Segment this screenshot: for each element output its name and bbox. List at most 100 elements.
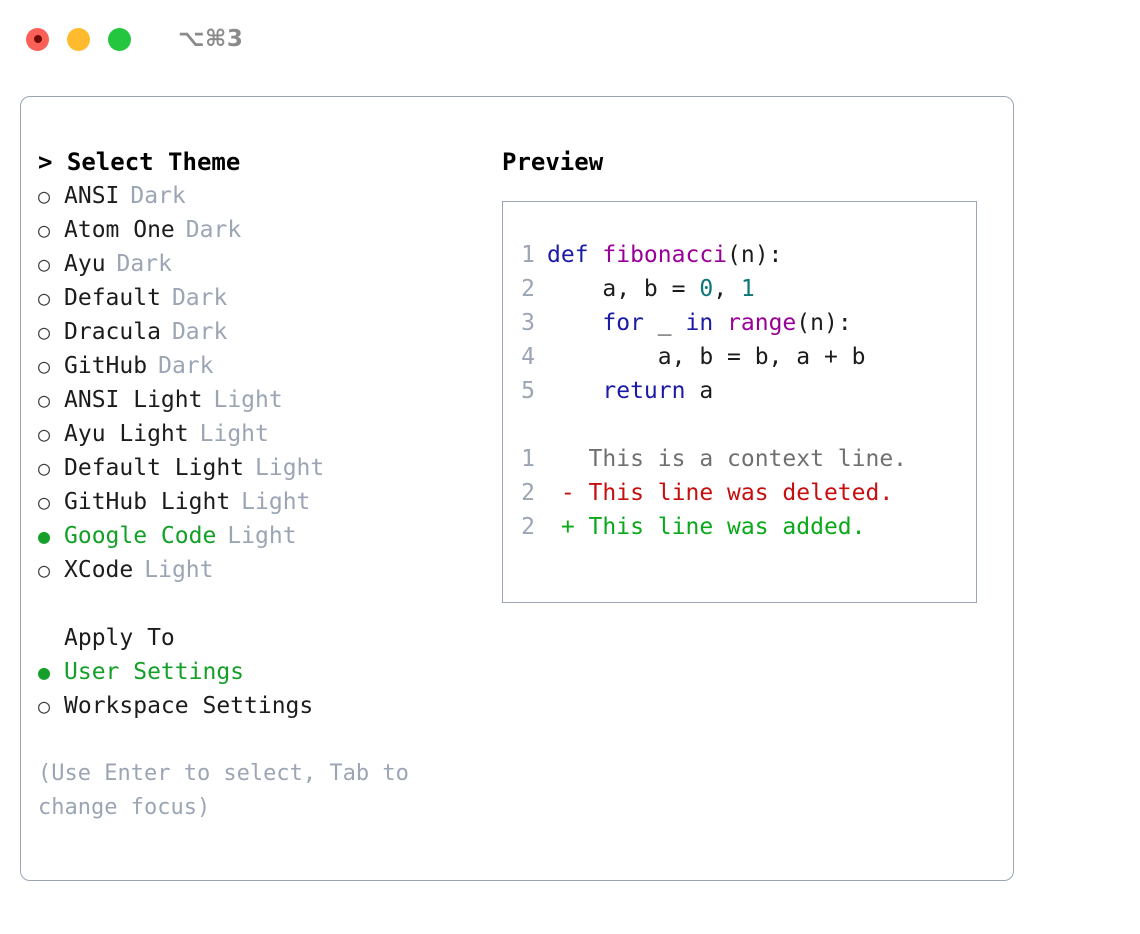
close-window-icon[interactable] (26, 27, 49, 51)
code-token-kw: in (685, 310, 714, 336)
theme-option-label: Default Light (64, 455, 245, 481)
code-line-number: 4 (521, 344, 535, 370)
diff-line-content: This is a context line. (547, 446, 908, 472)
code-line-number: 1 (521, 242, 535, 268)
theme-option-label: GitHub (64, 353, 148, 379)
code-diff-spacer (503, 408, 976, 442)
theme-variant-badge: Light (255, 455, 325, 481)
theme-option-label: Atom One (64, 217, 175, 243)
theme-option-label: ANSI (64, 183, 120, 209)
window-shortcut-label: ⌥⌘3 (178, 26, 244, 52)
window-titlebar: ⌥⌘3 (0, 0, 1140, 78)
theme-variant-badge: Light (144, 557, 214, 583)
radio-unselected-icon: ○ (38, 388, 51, 412)
code-token-plain: (n): (727, 242, 783, 268)
code-token-num: 1 (740, 276, 755, 302)
code-token-kw: def (547, 242, 603, 268)
diff-line-add: 2 + This line was added. (503, 510, 976, 544)
code-line-content: for _ in range(n): (547, 306, 852, 340)
theme-variant-badge: Dark (171, 319, 228, 345)
theme-variant-badge: Light (241, 489, 311, 515)
theme-variant-badge: Light (227, 523, 297, 549)
code-line: 1 def fibonacci(n): (503, 238, 976, 272)
code-line: 2 a, b = 0, 1 (503, 272, 976, 306)
radio-unselected-icon: ○ (38, 218, 51, 242)
radio-unselected-icon: ○ (38, 422, 51, 446)
theme-option-label: Ayu (64, 251, 106, 277)
code-line-content: return a (547, 374, 713, 408)
diff-line-number: 1 (521, 446, 535, 472)
code-token-kw: return (602, 378, 686, 404)
keyboard-hint-text: (Use Enter to select, Tab to change focu… (38, 761, 409, 820)
theme-option-atom-one[interactable]: ○ Atom One Dark (38, 213, 478, 247)
code-line: 3 for _ in range(n): (503, 306, 976, 340)
diff-line-ctx: 1 This is a context line. (503, 442, 976, 476)
traffic-light-buttons (26, 27, 131, 51)
code-line-number: 3 (521, 310, 535, 336)
code-line-number: 5 (521, 378, 535, 404)
diff-line-content: + This line was added. (547, 514, 866, 540)
theme-variant-badge: Light (199, 421, 269, 447)
code-line: 5 return a (503, 374, 976, 408)
code-token-builtin: range (727, 310, 797, 336)
apply-to-header: Apply To (64, 625, 175, 651)
theme-variant-badge: Dark (116, 251, 172, 277)
apply-to-option-user-settings[interactable]: ●User Settings (38, 655, 478, 689)
theme-option-google-code[interactable]: ● Google Code Light (38, 519, 478, 553)
code-token-plain: , (713, 276, 741, 302)
theme-option-ansi[interactable]: ○ ANSI Dark (38, 179, 478, 213)
code-line-content: a, b = b, a + b (547, 340, 866, 374)
theme-option-label: Ayu Light (64, 421, 189, 447)
radio-unselected-icon: ○ (38, 490, 51, 514)
theme-option-github[interactable]: ○ GitHub Dark (38, 349, 478, 383)
code-token-plain: (n): (796, 310, 852, 336)
code-line-content: def fibonacci(n): (547, 238, 782, 272)
theme-variant-badge: Dark (171, 285, 228, 311)
apply-to-option-list[interactable]: ●User Settings ○ Workspace Settings (38, 655, 478, 723)
theme-option-label: GitHub Light (64, 489, 231, 515)
code-line-number: 2 (521, 276, 535, 302)
diff-line-del: 2 - This line was deleted. (503, 476, 976, 510)
select-theme-header: > Select Theme (38, 148, 241, 176)
theme-option-label: Google Code (64, 523, 217, 549)
theme-variant-badge: Dark (185, 217, 242, 243)
code-token-kw: for (602, 310, 644, 336)
code-token-plain (713, 310, 727, 336)
radio-selected-icon: ● (38, 524, 51, 548)
radio-unselected-icon: ○ (38, 694, 51, 718)
minimize-window-icon[interactable] (67, 27, 90, 51)
apply-to-option-workspace-settings[interactable]: ○ Workspace Settings (38, 689, 478, 723)
radio-unselected-icon: ○ (38, 354, 51, 378)
diff-line-number: 2 (521, 514, 535, 540)
theme-option-ayu-light[interactable]: ○ Ayu Light Light (38, 417, 478, 451)
theme-variant-badge: Dark (130, 183, 186, 209)
theme-option-label: Dracula (64, 319, 161, 345)
radio-unselected-icon: ○ (38, 320, 51, 344)
code-token-plain: a, b = (547, 276, 700, 302)
theme-variant-badge: Dark (158, 353, 214, 379)
preview-header: Preview (502, 148, 604, 176)
theme-option-dracula[interactable]: ○ Dracula Dark (38, 315, 478, 349)
maximize-window-icon[interactable] (108, 27, 131, 51)
code-token-plain: _ (643, 310, 686, 336)
radio-unselected-icon: ○ (38, 558, 51, 582)
code-token-plain: a (685, 378, 714, 404)
radio-unselected-icon: ○ (38, 184, 51, 208)
diff-line-content: - This line was deleted. (547, 480, 894, 506)
code-token-fn: fibonacci (602, 242, 728, 268)
code-line: 4 a, b = b, a + b (503, 340, 976, 374)
theme-option-github-light[interactable]: ○ GitHub Light Light (38, 485, 478, 519)
radio-selected-icon: ● (38, 660, 51, 684)
apply-to-option-label: Workspace Settings (64, 693, 314, 719)
